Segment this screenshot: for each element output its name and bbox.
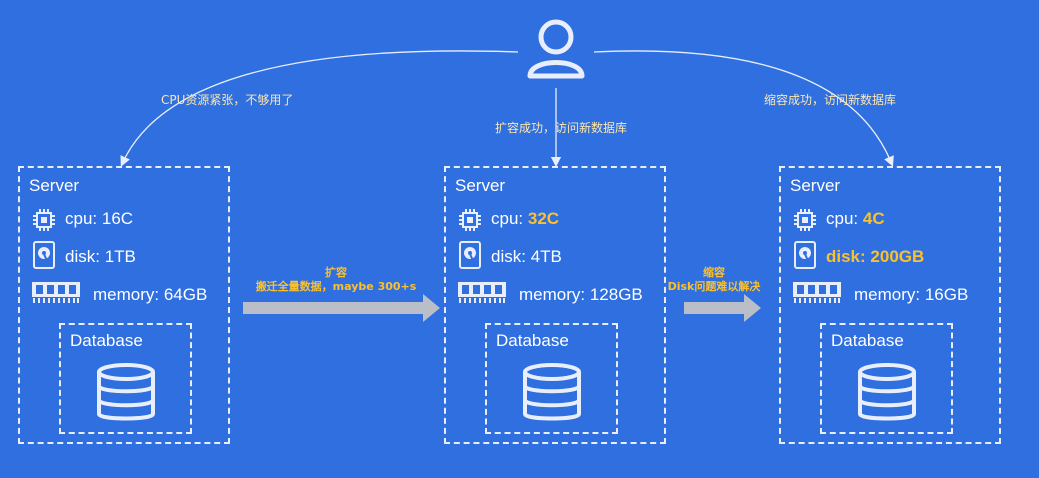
server-box-original: Server cpu: 16C disk: 1TB memory: 64GB D…: [18, 166, 230, 444]
database-label: Database: [831, 331, 904, 350]
memory-value: 16GB: [924, 285, 969, 304]
memory-value: 128GB: [589, 285, 643, 304]
hard-disk-icon: [459, 241, 481, 269]
server-box-scaled-down: Server cpu: 4C disk: 200GB memory: 16GB …: [779, 166, 1001, 444]
server-box-scaled-up: Server cpu: 32C disk: 4TB memory: 128GB …: [444, 166, 666, 444]
line-to-right-server: [593, 50, 894, 167]
memory-value: 64GB: [163, 285, 208, 304]
database-box: Database: [820, 323, 953, 434]
scale-up-arrow: [243, 294, 440, 322]
memory-label: memory:: [519, 285, 590, 304]
server-title: Server: [455, 176, 506, 195]
memory-stick-icon: [793, 282, 841, 303]
database-icon: [97, 363, 155, 421]
memory-stick-icon: [32, 282, 80, 303]
database-label: Database: [496, 331, 569, 350]
hard-disk-icon: [33, 241, 55, 269]
scale-down-arrow-label: 缩容 Disk问题难以解决: [666, 266, 762, 294]
cpu-value: 16C: [101, 209, 134, 228]
database-icon: [523, 363, 581, 421]
cpu-label: cpu:: [826, 209, 863, 228]
hard-disk-icon: [794, 241, 816, 269]
server-title: Server: [790, 176, 841, 195]
disk-value: 4TB: [530, 247, 562, 266]
memory-label: memory:: [854, 285, 925, 304]
disk-label: disk:: [65, 247, 105, 266]
cpu-chip-icon: [33, 209, 55, 231]
disk-label: disk:: [826, 247, 871, 266]
database-icon: [858, 363, 916, 421]
cpu-value: 32C: [527, 209, 560, 228]
cpu-row: cpu: 16C: [65, 209, 133, 229]
scale-down-title: 缩容: [703, 266, 725, 279]
memory-label: memory:: [93, 285, 164, 304]
memory-stick-icon: [458, 282, 506, 303]
disk-row: disk: 4TB: [491, 247, 562, 267]
disk-label: disk:: [491, 247, 531, 266]
left-connection-label: CPU资源紧张，不够用了: [161, 93, 294, 107]
memory-row: memory: 16GB: [854, 285, 968, 305]
cpu-chip-icon: [794, 209, 816, 231]
database-label: Database: [70, 331, 143, 350]
cpu-chip-icon: [459, 209, 481, 231]
scale-up-subtitle: 搬迁全量数据，maybe 300+s: [255, 280, 417, 293]
cpu-row: cpu: 32C: [491, 209, 559, 229]
scale-up-title: 扩容: [325, 266, 347, 279]
middle-connection-label: 扩容成功，访问新数据库: [495, 121, 628, 135]
user-icon: [527, 19, 585, 79]
scale-down-subtitle: Disk问题难以解决: [667, 280, 761, 293]
cpu-label: cpu:: [65, 209, 102, 228]
server-title: Server: [29, 176, 80, 195]
cpu-value: 4C: [862, 209, 885, 228]
scale-up-arrow-label: 扩容 搬迁全量数据，maybe 300+s: [246, 266, 426, 294]
disk-value: 200GB: [870, 247, 925, 266]
database-box: Database: [59, 323, 192, 434]
scale-down-arrow: [684, 294, 761, 322]
memory-row: memory: 128GB: [519, 285, 643, 305]
disk-row: disk: 1TB: [65, 247, 136, 267]
disk-value: 1TB: [104, 247, 136, 266]
cpu-label: cpu:: [491, 209, 528, 228]
database-box: Database: [485, 323, 618, 434]
memory-row: memory: 64GB: [93, 285, 207, 305]
line-to-left-server: [120, 50, 519, 167]
cpu-row: cpu: 4C: [826, 209, 885, 229]
right-connection-label: 缩容成功，访问新数据库: [764, 93, 897, 107]
disk-row: disk: 200GB: [826, 247, 924, 267]
